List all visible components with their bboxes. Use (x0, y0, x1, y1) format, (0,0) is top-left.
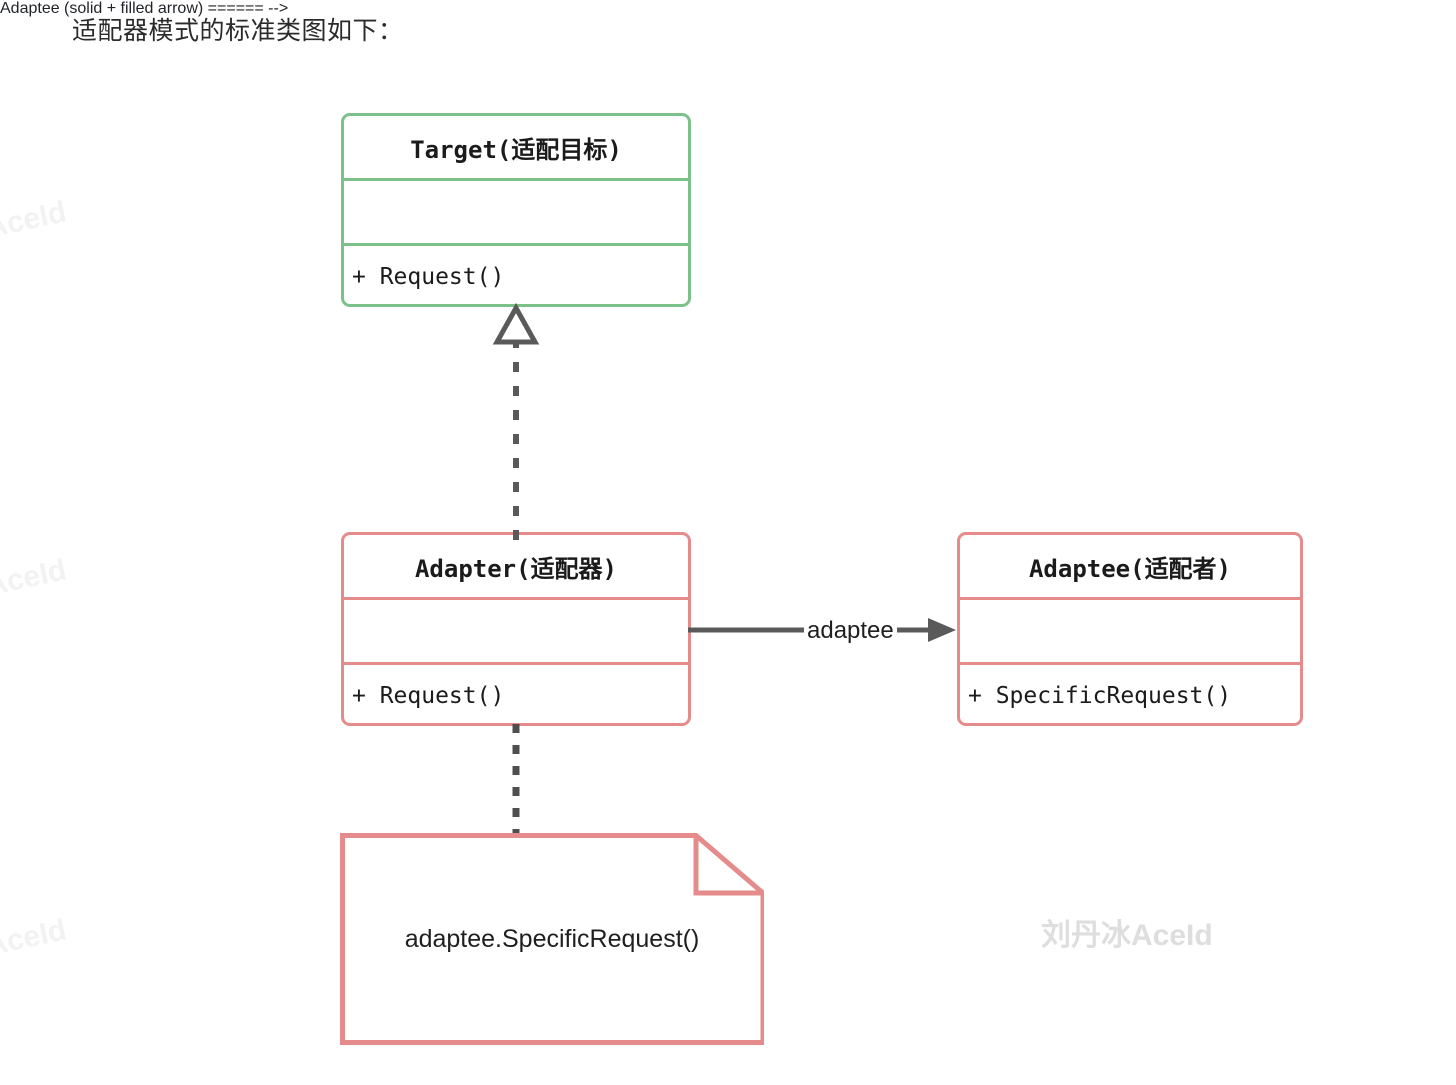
uml-class-adaptee-operation: + SpecificRequest() (968, 683, 1232, 709)
uml-class-target[interactable]: Target(适配目标) + Request() (341, 113, 691, 307)
note-outline (340, 833, 764, 1045)
relationship-note-anchor[interactable] (498, 724, 538, 836)
uml-class-adaptee-attributes (960, 600, 1300, 662)
watermark-edge-middle: AceId (0, 553, 70, 603)
uml-divider (960, 597, 1300, 600)
uml-class-target-attributes (344, 181, 688, 243)
solid-arrowhead (928, 618, 956, 642)
uml-class-adapter-attributes (344, 600, 688, 662)
uml-divider (344, 597, 688, 600)
uml-divider (344, 662, 688, 665)
uml-class-adapter-title: Adapter(适配器) (414, 554, 618, 583)
uml-class-adapter[interactable]: Adapter(适配器) + Request() (341, 532, 691, 726)
note-shape (340, 833, 764, 1045)
uml-class-adapter-operation: + Request() (352, 683, 505, 709)
uml-note[interactable]: adaptee.SpecificRequest() (340, 833, 764, 1045)
uml-class-target-title: Target(适配目标) (410, 135, 622, 164)
uml-class-adaptee[interactable]: Adaptee(适配者) + SpecificRequest() (957, 532, 1303, 726)
uml-divider (960, 662, 1300, 665)
uml-divider (344, 178, 688, 181)
page-title: 适配器模式的标准类图如下： (72, 17, 404, 45)
uml-class-adaptee-title: Adaptee(适配者) (1028, 554, 1232, 583)
uml-class-target-operation: + Request() (352, 264, 505, 290)
hollow-triangle-arrowhead (492, 302, 540, 345)
uml-divider (344, 243, 688, 246)
watermark-edge-top: AceId (0, 195, 70, 245)
note-fold (693, 835, 763, 896)
relationship-realization-adapter-target[interactable] (480, 300, 560, 540)
association-label-adaptee: adaptee (804, 617, 897, 645)
watermark-edge-bottom: AceId (0, 913, 70, 963)
watermark-author: 刘丹冰AceId (1041, 919, 1213, 952)
